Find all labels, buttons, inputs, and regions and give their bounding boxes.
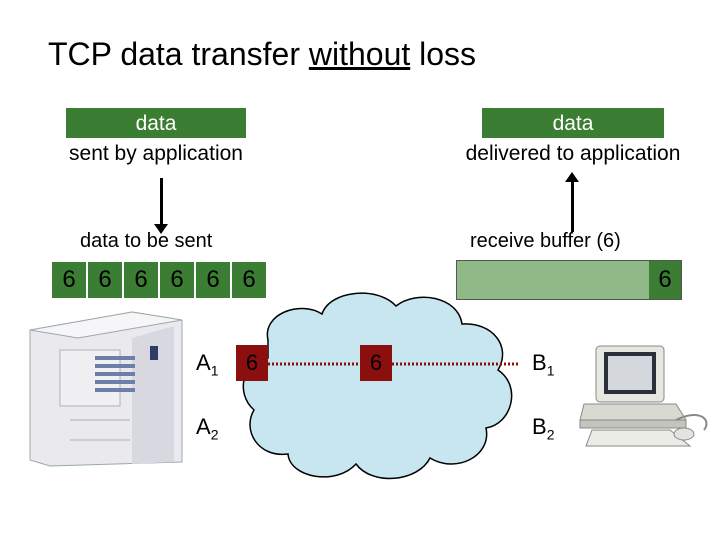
host-a1-label: A1 [196,350,219,379]
segment-in-network: 6 [360,345,392,381]
receiver-app-label: data delivered to application [465,112,681,165]
receive-buffer-cell: 6 [649,261,681,299]
down-arrowhead-icon [154,224,168,234]
send-buffer-cell: 6 [52,262,86,298]
sender-app-label: data sent by application [69,112,243,165]
cloud-icon [242,292,513,480]
send-buffer-label: data to be sent [80,230,213,252]
page-title: TCP data transfer without loss [48,36,477,72]
sender-app-bar [66,108,246,138]
receive-buffer: 6 [456,260,682,300]
host-b2-label: B2 [532,414,555,443]
receiver-app-bar [482,108,664,138]
up-arrowhead-icon [565,172,579,182]
send-buffer-cell: 6 [232,262,266,298]
desktop-computer-icon [579,345,708,447]
host-a2-label: A2 [196,414,219,443]
segment-at-sender: 6 [236,345,268,381]
server-tower-icon [29,311,183,467]
receive-buffer-label: receive buffer (6) [470,230,621,252]
send-buffer-cell: 6 [160,262,194,298]
host-b1-label: B1 [532,350,555,379]
send-buffer-cell: 6 [124,262,158,298]
send-buffer-cell: 6 [88,262,122,298]
deliver-arrow-line [571,182,574,232]
send-arrow-line [160,178,163,224]
send-buffer-cell: 6 [196,262,230,298]
